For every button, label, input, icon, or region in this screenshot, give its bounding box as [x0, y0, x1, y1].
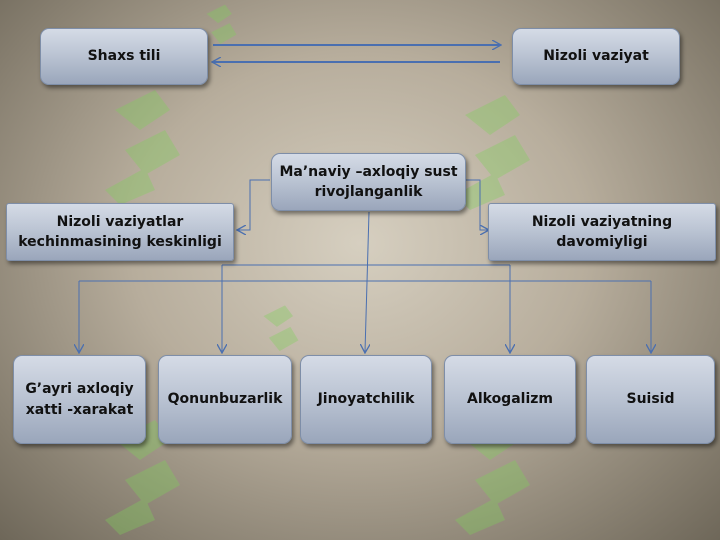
box-gayri-axloqiy-label: G’ayri axloqiy xatti -xarakat [25, 381, 134, 418]
box-manaviy-axloqiy: Ma’naviy –axloqiy sust rivojlanganlik [271, 153, 466, 211]
arrow-center-to-right [466, 179, 488, 230]
box-manaviy-axloqiy-label: Ma’naviy –axloqiy sust rivojlanganlik [279, 163, 458, 200]
watermark-logo [455, 420, 530, 535]
box-qonunbuzarlik-label: Qonunbuzarlik [167, 391, 283, 408]
watermark-logo [455, 95, 530, 210]
box-qonunbuzarlik: Qonunbuzarlik [158, 355, 292, 444]
box-shaxs-tili-label: Shaxs tili [87, 48, 161, 65]
box-davomiyligi: Nizoli vaziyatning davomiyligi [488, 203, 716, 261]
box-alkogalizm-label: Alkogalizm [467, 391, 553, 408]
watermark-logo [105, 90, 180, 205]
box-shaxs-tili: Shaxs tili [40, 28, 208, 85]
box-alkogalizm: Alkogalizm [444, 355, 576, 444]
watermark-logo [263, 305, 299, 352]
box-jinoyatchilik: Jinoyatchilik [300, 355, 432, 444]
box-suisid-label: Suisid [626, 391, 675, 408]
box-nizoli-vaziyat: Nizoli vaziyat [512, 28, 680, 85]
box-keskinligi-label: Nizoli vaziyatlar kechinmasining keskinl… [18, 213, 222, 250]
box-suisid: Suisid [586, 355, 715, 444]
arrow-to-jinoyatchilik [365, 211, 369, 352]
box-jinoyatchilik-label: Jinoyatchilik [317, 391, 415, 408]
box-gayri-axloqiy: G’ayri axloqiy xatti -xarakat [13, 355, 146, 444]
arrow-center-to-left [238, 179, 270, 230]
box-nizoli-vaziyat-label: Nizoli vaziyat [543, 48, 649, 65]
watermark-logo [105, 420, 180, 535]
box-davomiyligi-label: Nizoli vaziyatning davomiyligi [531, 213, 673, 250]
watermark-logo [206, 4, 237, 44]
box-keskinligi: Nizoli vaziyatlar kechinmasining keskinl… [6, 203, 234, 261]
